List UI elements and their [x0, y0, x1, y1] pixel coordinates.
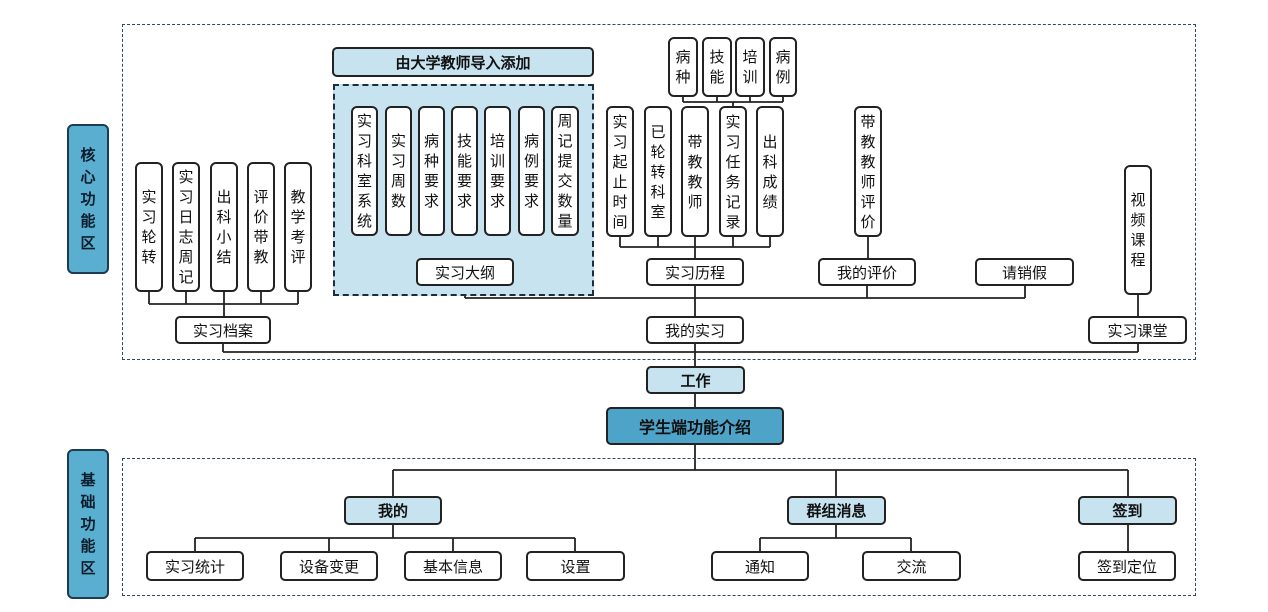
outline-item-1: 实习周数: [385, 106, 412, 236]
work-node: 工作: [646, 366, 745, 394]
checkin-node: 签到: [1078, 496, 1177, 525]
course-item-2: 带教教师: [681, 106, 709, 237]
archive-node: 实习档案: [175, 316, 271, 344]
eval-item-0: 带教教师评价: [854, 106, 882, 237]
task-item-1: 技能: [702, 37, 732, 97]
teacher-import-label: 由大学教师导入添加: [332, 47, 594, 77]
outline-item-3: 技能要求: [451, 106, 478, 236]
checkin-item-0: 签到定位: [1078, 551, 1176, 581]
outline-item-4: 培训要求: [484, 106, 511, 236]
mine-node: 我的: [344, 496, 442, 525]
course-node: 实习历程: [646, 258, 744, 286]
outline-item-5: 病例要求: [518, 106, 545, 236]
my-internship-node: 我的实习: [646, 316, 744, 344]
archive-item-2: 出科小结: [210, 162, 238, 292]
mine-item-3: 设置: [526, 551, 625, 581]
leave-node: 请销假: [975, 258, 1074, 286]
mine-item-1: 设备变更: [280, 551, 378, 581]
outline-node: 实习大纲: [416, 258, 514, 286]
core-region-frame: [122, 24, 1196, 360]
task-item-3: 病例: [769, 37, 797, 97]
course-item-1: 已轮转科室: [644, 106, 672, 237]
side-label-core: 核心功能区: [67, 124, 109, 274]
course-item-3: 实习任务记录: [719, 106, 747, 237]
outline-item-2: 病种要求: [418, 106, 445, 236]
archive-item-1: 实习日志周记: [172, 162, 200, 292]
basic-region-frame: [122, 458, 1196, 596]
task-item-2: 培训: [735, 37, 765, 97]
side-label-basic: 基础功能区: [67, 449, 109, 599]
archive-item-0: 实习轮转: [135, 162, 163, 292]
course-item-0: 实习起止时间: [606, 106, 634, 237]
task-item-0: 病种: [668, 37, 698, 97]
group-msg-node: 群组消息: [787, 496, 886, 525]
root-node: 学生端功能介绍: [606, 407, 784, 445]
archive-item-3: 评价带教: [247, 162, 275, 292]
classroom-item-0: 视频课程: [1124, 165, 1152, 295]
archive-item-4: 教学考评: [284, 162, 312, 292]
outline-item-0: 实习科室系统: [351, 106, 378, 236]
group-msg-item-1: 交流: [862, 551, 961, 581]
mine-item-0: 实习统计: [146, 551, 244, 581]
outline-item-6: 周记提交数量: [551, 106, 579, 236]
mine-item-2: 基本信息: [404, 551, 502, 581]
course-item-4: 出科成绩: [756, 106, 784, 237]
classroom-node: 实习课堂: [1088, 316, 1187, 344]
my-eval-node: 我的评价: [818, 258, 916, 286]
group-msg-item-0: 通知: [711, 551, 809, 581]
